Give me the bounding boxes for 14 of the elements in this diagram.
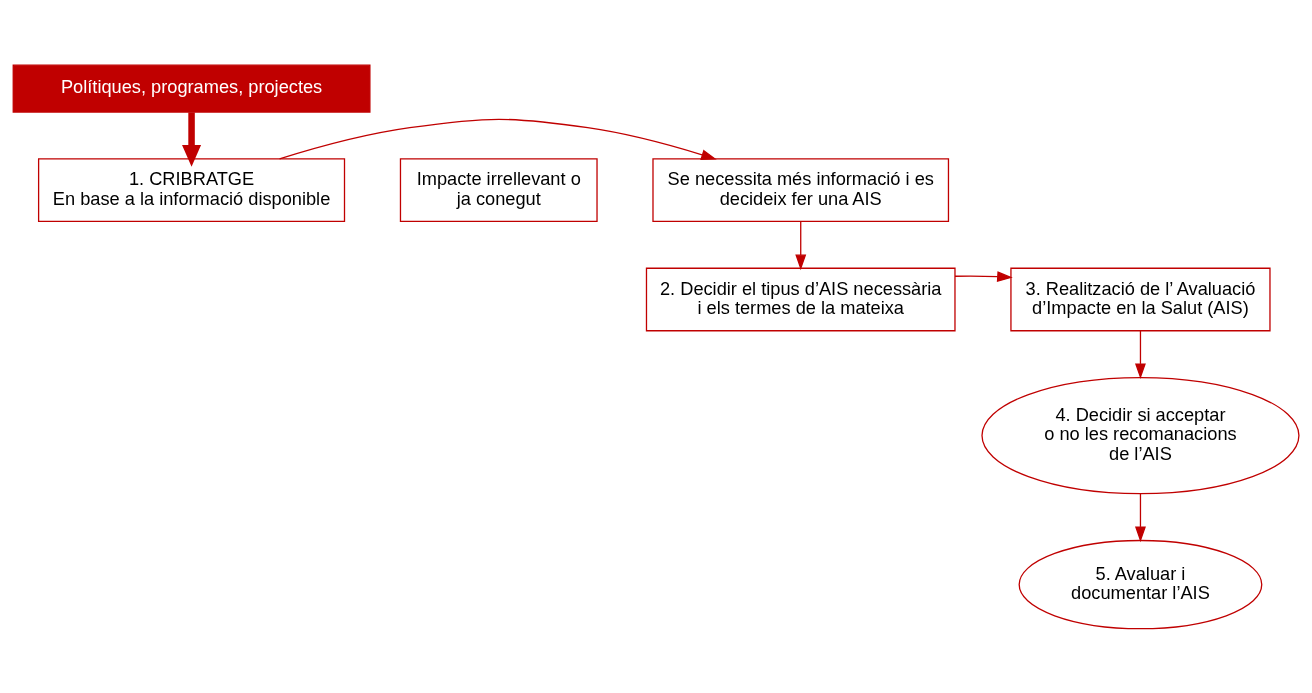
- arrow: [1135, 492, 1146, 542]
- node-ellipse: 5. Avaluar i documentar l’AIS: [1018, 539, 1263, 629]
- node-box: 3. Realització de l’ Avaluació d’Impacte en la Salut (AIS): [1010, 267, 1271, 331]
- node-box: 1. CRIBRATGE En base a la informació disponible: [37, 157, 346, 222]
- arrow: [795, 220, 807, 270]
- node-box: 2. Decidir el tipus d’AIS necessària i els termes de la mateixa: [645, 267, 956, 331]
- node-ellipse: 4. Decidir si acceptar o no les recomanacions de l’AIS: [981, 376, 1300, 494]
- node-box: Se necessita més informació i es decideix fer una AIS: [652, 157, 950, 222]
- node-box: Impacte irrellevant o ja conegut: [399, 157, 598, 222]
- node-box: Polítiques, programes, projectes: [12, 64, 371, 113]
- arrow: [954, 270, 1013, 282]
- arrow: [182, 111, 202, 167]
- arrow: [1135, 329, 1146, 379]
- arrow: [278, 118, 717, 160]
